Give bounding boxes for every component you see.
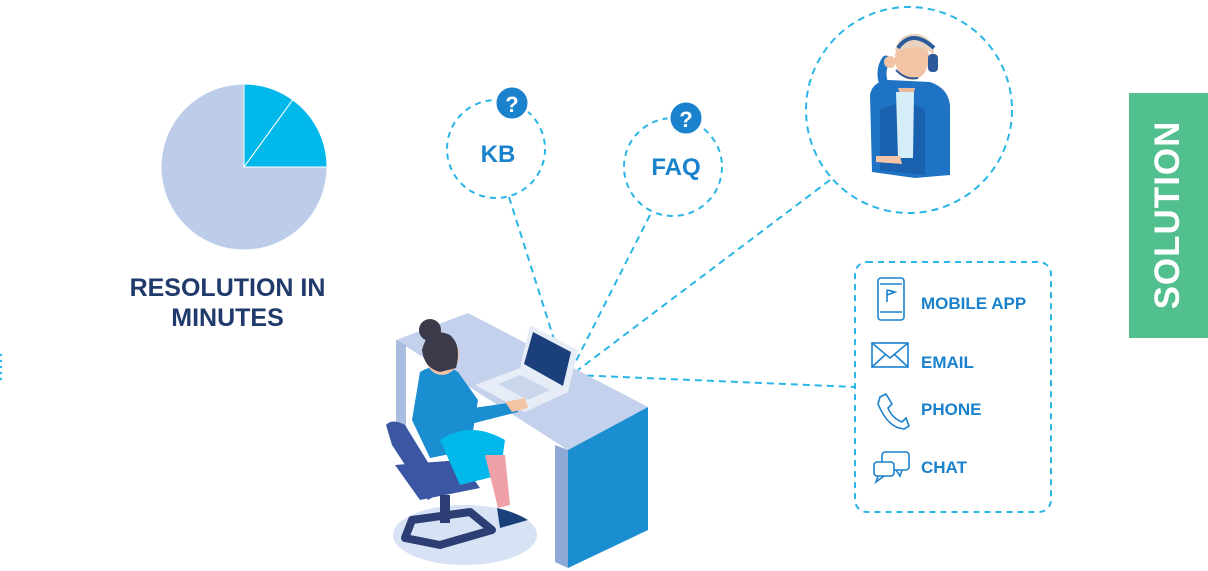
pie-slice-2	[243, 99, 328, 168]
mobile-phone-icon	[877, 277, 905, 321]
question-badge-icon	[667, 99, 705, 137]
resolution-caption-line2: MINUTES	[171, 304, 284, 332]
envelope-icon	[871, 342, 909, 368]
phone-handset-icon	[877, 392, 910, 430]
desk-leg-side	[555, 445, 568, 568]
support-agent-bubble	[805, 6, 1013, 214]
channels-panel: MOBILE APP EMAIL PHONE CHAT	[854, 261, 1052, 513]
connector-lines	[508, 179, 856, 388]
faq-badge-glyph: ?	[679, 107, 692, 132]
seated-person-icon	[412, 319, 528, 528]
channel-label: MOBILE APP	[921, 294, 1026, 313]
office-chair-icon	[386, 421, 496, 549]
faq-bubble: FAQ ?	[623, 99, 723, 217]
channel-label: EMAIL	[921, 353, 974, 372]
connector-channels	[574, 374, 856, 388]
kb-badge-glyph: ?	[505, 92, 518, 117]
pie-slice-3	[160, 83, 328, 251]
faq-label: FAQ	[651, 154, 700, 181]
connector-faq	[574, 214, 651, 364]
kb-bubble-circle	[446, 99, 546, 199]
laptop-icon	[475, 325, 578, 412]
kb-bubble: KB ?	[446, 84, 546, 199]
connector-kb	[508, 196, 559, 353]
question-badge-icon	[493, 84, 531, 122]
edge-dots-decoration	[0, 353, 3, 381]
channels-panel-border	[854, 261, 1052, 513]
resolution-pie-chart	[160, 83, 328, 251]
channel-label: PHONE	[921, 400, 981, 419]
workstation-illustration	[386, 313, 648, 568]
chat-bubbles-icon	[873, 451, 910, 485]
channel-label: CHAT	[921, 458, 968, 477]
solution-tab: SOLUTION	[1129, 93, 1208, 338]
desk-front	[568, 407, 648, 568]
resolution-caption: RESOLUTION IN MINUTES	[100, 273, 355, 333]
solution-label: SOLUTION	[1148, 120, 1187, 310]
connector-agent	[577, 179, 831, 371]
faq-bubble-circle	[623, 117, 723, 217]
support-agent-icon	[870, 33, 950, 178]
kb-label: KB	[481, 141, 516, 168]
resolution-caption-line1: RESOLUTION IN	[129, 274, 326, 302]
desk-side	[396, 340, 406, 445]
